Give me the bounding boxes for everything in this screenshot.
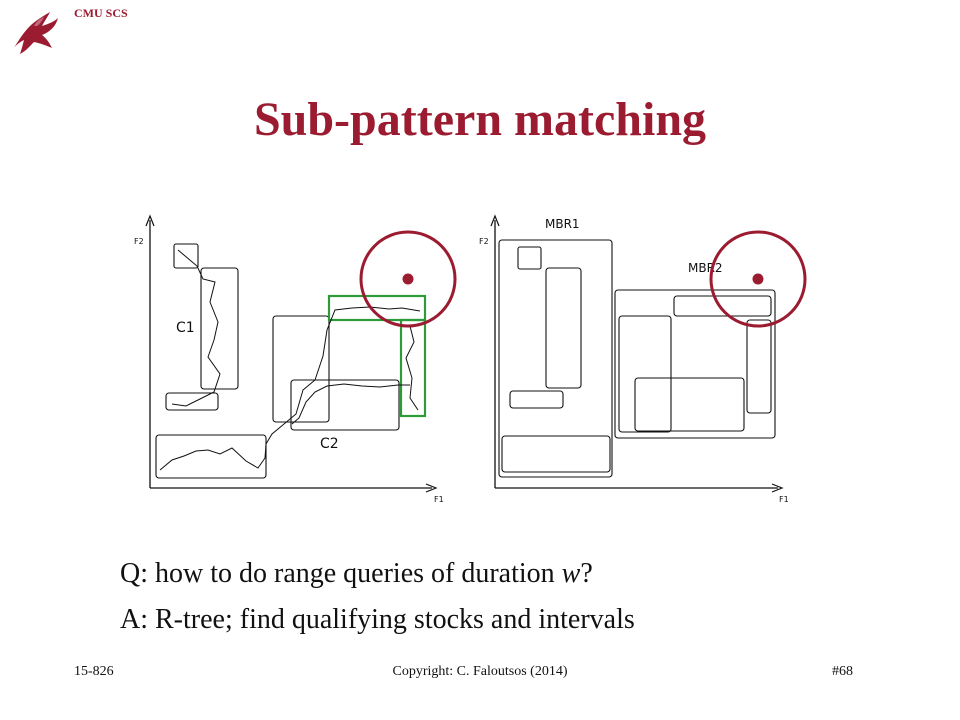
dragon-logo-icon: [14, 12, 58, 54]
footer-copyright: Copyright: C. Faloutsos (2014): [392, 664, 568, 679]
slide-title: Sub-pattern matching: [253, 93, 707, 146]
right-x-axis-label: F1: [779, 495, 789, 504]
c2-label: C2: [320, 436, 339, 452]
mbr2-label: MBR2: [688, 261, 723, 275]
question-prefix: Q: how to do range queries of duration: [120, 558, 562, 589]
left-x-axis-label: F1: [434, 495, 444, 504]
org-label: CMU SCS: [74, 6, 128, 20]
c1-label: C1: [176, 320, 195, 336]
answer-text: A: R-tree; find qualifying stocks and in…: [120, 604, 635, 635]
left-diagram: F2 F1 C1 C2: [134, 214, 457, 504]
footer-course: 15-826: [74, 664, 114, 679]
question-text: Q: how to do range queries of duration w…: [120, 558, 593, 590]
right-diagram: F2 F1 MBR1 MBR2: [479, 214, 807, 504]
question-suffix: ?: [580, 558, 593, 589]
question-variable: w: [561, 558, 581, 589]
left-y-axis-label: F2: [134, 237, 144, 246]
mbr1-label: MBR1: [545, 217, 580, 231]
footer-page-number: #68: [832, 664, 853, 679]
right-y-axis-label: F2: [479, 237, 489, 246]
